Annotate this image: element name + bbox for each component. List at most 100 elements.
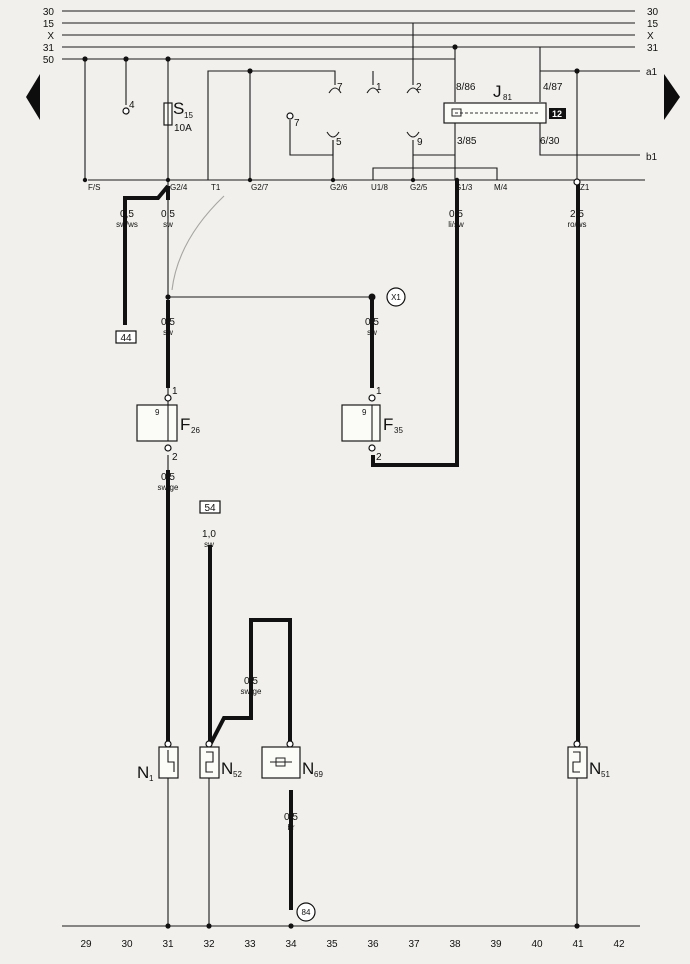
svg-text:G2/6: G2/6 <box>330 183 348 192</box>
svg-text:51: 51 <box>601 770 610 779</box>
svg-text:F/S: F/S <box>88 183 100 192</box>
svg-text:32: 32 <box>203 939 215 950</box>
svg-text:30: 30 <box>121 939 133 950</box>
svg-text:sw: sw <box>163 220 173 229</box>
terminal-labels: F/S G2/4 T1 G2/7 G2/6 U1/8 G2/5 G1/3 M/4… <box>88 183 590 192</box>
svg-text:31: 31 <box>162 939 174 950</box>
svg-text:40: 40 <box>531 939 543 950</box>
svg-text:T1: T1 <box>211 183 221 192</box>
pin-label: 5 <box>336 137 342 148</box>
svg-text:0,5: 0,5 <box>161 317 175 328</box>
svg-text:G2/5: G2/5 <box>410 183 428 192</box>
ground-point-84: 84 <box>296 902 316 922</box>
svg-text:U1/8: U1/8 <box>371 183 388 192</box>
svg-text:2,5: 2,5 <box>570 209 584 220</box>
svg-text:G2/4: G2/4 <box>170 183 188 192</box>
valve-n69: N 69 <box>261 740 323 779</box>
svg-text:F: F <box>180 415 190 434</box>
rail-label-31: 31 <box>43 43 55 54</box>
svg-text:N: N <box>589 759 601 778</box>
svg-text:33: 33 <box>244 939 256 950</box>
valve-n51: N 51 <box>567 740 610 779</box>
svg-text:0,5: 0,5 <box>244 676 258 687</box>
rail-label-x-right: X <box>647 31 654 42</box>
rail-label-x: X <box>47 31 54 42</box>
rail-label-a1: a1 <box>646 67 658 78</box>
pin-label: 7 <box>294 118 300 129</box>
svg-text:sw: sw <box>163 328 173 337</box>
svg-text:0,5: 0,5 <box>284 812 298 823</box>
junctions <box>82 44 581 929</box>
rail-label-30: 30 <box>43 7 55 18</box>
svg-text:6/30: 6/30 <box>540 136 560 147</box>
rail-label-31-right: 31 <box>647 43 659 54</box>
svg-text:1: 1 <box>172 386 178 397</box>
svg-text:J: J <box>493 82 502 101</box>
svg-text:69: 69 <box>314 770 323 779</box>
rail-label-b1: b1 <box>646 152 658 163</box>
svg-text:Z1: Z1 <box>580 183 590 192</box>
connector-44: 44 <box>115 330 137 344</box>
svg-text:26: 26 <box>191 426 200 435</box>
x1-reference: X1 <box>386 287 406 307</box>
valve-n52: N 52 <box>199 740 242 779</box>
svg-text:10A: 10A <box>174 123 192 134</box>
pin-label: 7 <box>337 82 343 93</box>
svg-text:1: 1 <box>149 774 154 783</box>
svg-text:35: 35 <box>326 939 338 950</box>
svg-text:84: 84 <box>302 908 311 917</box>
svg-text:S: S <box>173 99 184 118</box>
svg-text:3/85: 3/85 <box>457 136 477 147</box>
svg-text:54: 54 <box>204 503 216 514</box>
pin-label: 2 <box>416 82 422 93</box>
svg-text:29: 29 <box>80 939 92 950</box>
svg-text:8/86: 8/86 <box>456 82 476 93</box>
rail-label-30-right: 30 <box>647 7 659 18</box>
switch-f35: 9 1 2 F 35 <box>341 386 403 463</box>
svg-text:sw: sw <box>367 328 377 337</box>
svg-text:35: 35 <box>394 426 403 435</box>
svg-text:42: 42 <box>613 939 625 950</box>
relay-j81: 12 J 81 8/86 4/87 3/85 6/30 <box>443 82 566 147</box>
svg-text:0,5: 0,5 <box>120 209 134 220</box>
svg-text:15: 15 <box>184 111 193 120</box>
svg-text:41: 41 <box>572 939 584 950</box>
svg-text:2: 2 <box>376 452 382 463</box>
svg-text:39: 39 <box>490 939 502 950</box>
svg-text:1: 1 <box>376 386 382 397</box>
svg-text:G1/3: G1/3 <box>455 183 473 192</box>
previous-page-arrow[interactable] <box>26 74 40 120</box>
pin-label: 1 <box>376 82 382 93</box>
svg-text:4/87: 4/87 <box>543 82 563 93</box>
connector-pins: 4 7 1 2 7 5 9 <box>129 82 423 148</box>
svg-text:M/4: M/4 <box>494 183 508 192</box>
svg-text:52: 52 <box>233 770 242 779</box>
svg-text:0,5: 0,5 <box>365 317 379 328</box>
svg-text:44: 44 <box>120 333 132 344</box>
svg-text:sw/ge: sw/ge <box>158 483 179 492</box>
next-page-arrow[interactable] <box>664 74 680 120</box>
svg-text:34: 34 <box>285 939 297 950</box>
svg-text:X1: X1 <box>391 293 401 302</box>
column-numbers: 29 30 31 32 33 34 35 36 37 38 39 40 41 4… <box>80 939 625 950</box>
svg-text:1,0: 1,0 <box>202 529 216 540</box>
svg-text:N: N <box>221 759 233 778</box>
rail-label-15-right: 15 <box>647 19 659 30</box>
connector-54: 54 <box>199 500 221 514</box>
svg-text:81: 81 <box>503 93 512 102</box>
svg-text:br: br <box>287 823 294 832</box>
rail-label-15: 15 <box>43 19 55 30</box>
rail-label-50: 50 <box>43 55 55 66</box>
svg-text:N: N <box>137 763 149 782</box>
wire-annotations: 0,5 sw/ws 0,5 sw 0,5 sw 0,5 sw 0,5 li/sw… <box>116 209 586 832</box>
svg-text:9: 9 <box>362 408 367 417</box>
pin-label: 4 <box>129 100 135 111</box>
svg-text:li/sw: li/sw <box>448 220 464 229</box>
svg-text:37: 37 <box>408 939 420 950</box>
svg-text:0,5: 0,5 <box>161 209 175 220</box>
harness-wires <box>123 180 580 910</box>
svg-text:0,5: 0,5 <box>449 209 463 220</box>
svg-text:9: 9 <box>155 408 160 417</box>
svg-text:ro/ws: ro/ws <box>567 220 586 229</box>
supply-rails <box>62 10 645 927</box>
